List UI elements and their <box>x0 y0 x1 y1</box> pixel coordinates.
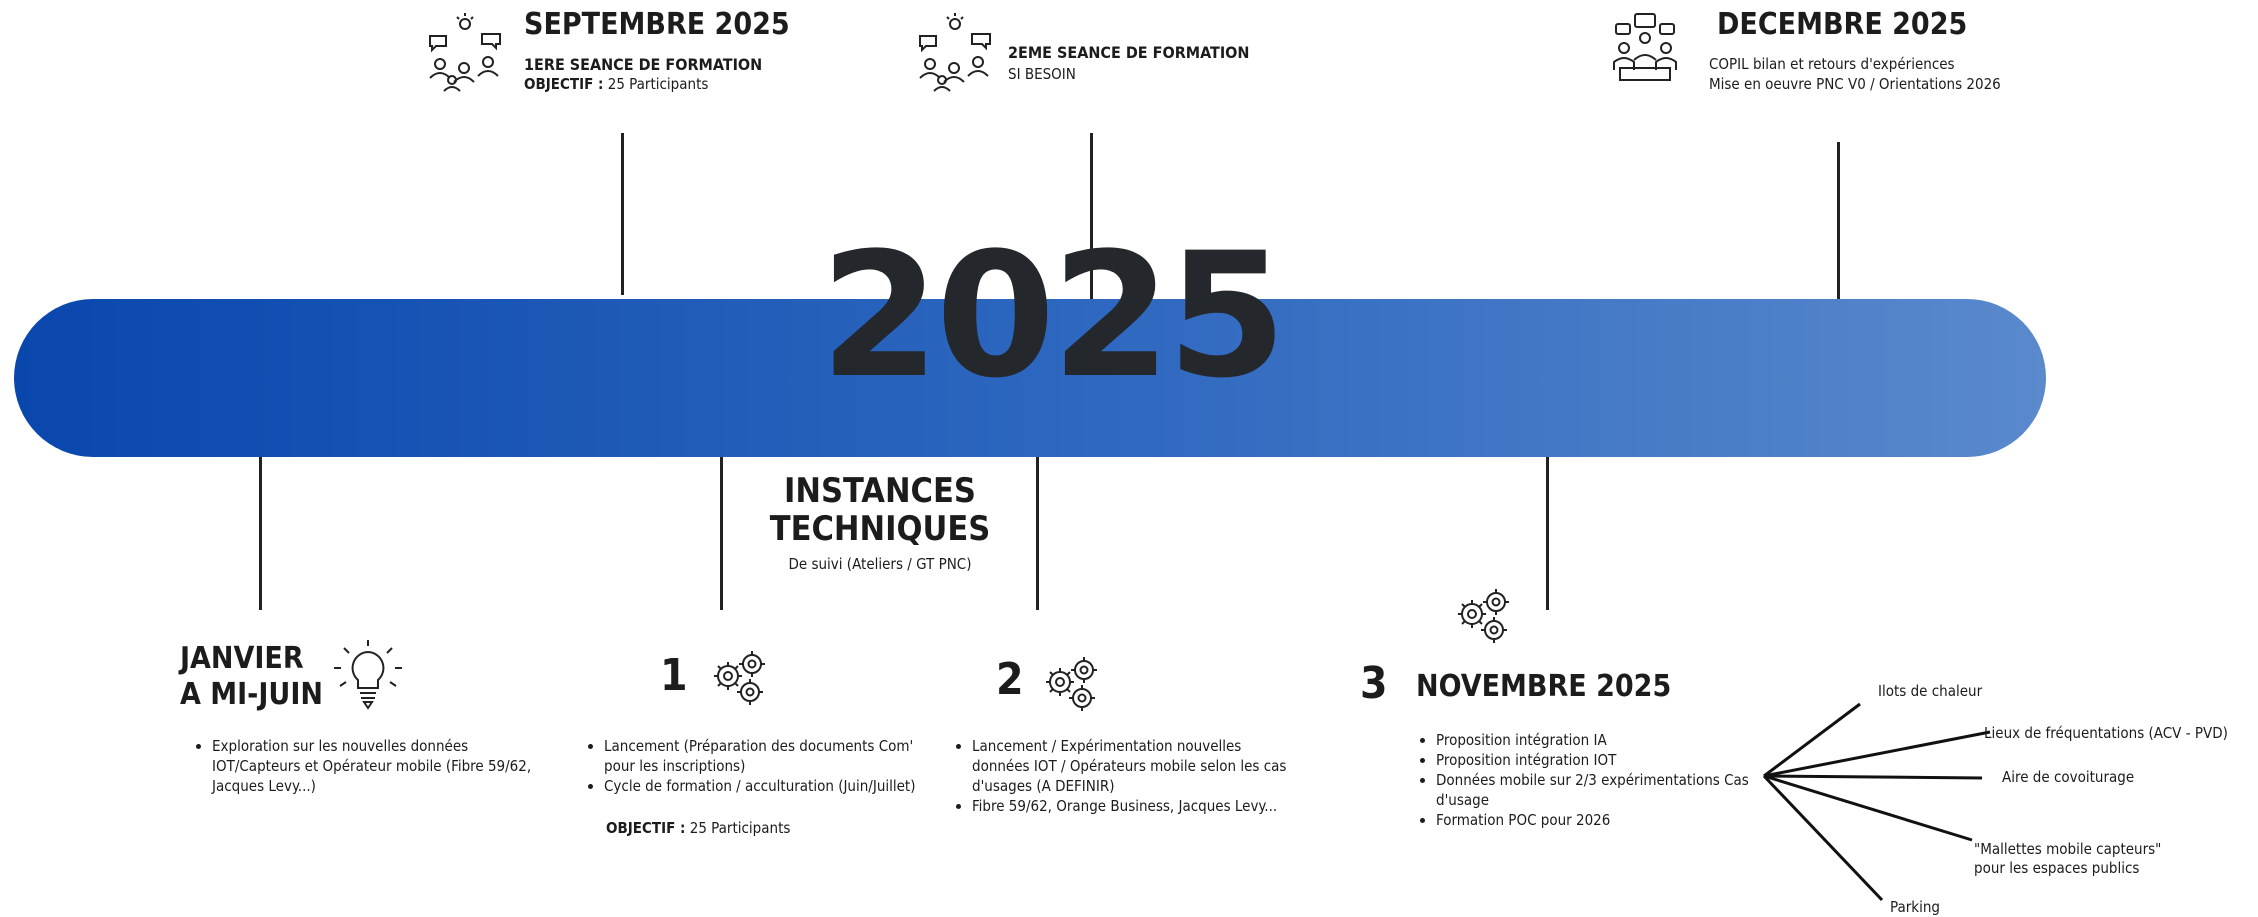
connector-line-janvier <box>259 457 262 610</box>
connector-line-december <box>1837 142 1840 302</box>
september-subtitle: 1ERE SEANCE DE FORMATION <box>524 55 763 74</box>
list-item: Proposition intégration IOT <box>1436 750 1806 770</box>
gears-icon <box>1040 652 1106 718</box>
branch-label-covoiturage: Aire de covoiturage <box>2002 768 2135 786</box>
janvier-bullet-list: Exploration sur les nouvelles données IO… <box>182 736 542 796</box>
branch-label-mallettes-line-1: "Mallettes mobile capteurs" <box>1974 840 2162 858</box>
branch-label-ilots: Ilots de chaleur <box>1878 682 1983 700</box>
group-discussion-icon <box>1610 12 1680 82</box>
connector-line-step3 <box>1546 457 1549 610</box>
connector-line-second-session <box>1090 133 1093 299</box>
list-item: Proposition intégration IA <box>1436 730 1806 750</box>
objective-label: OBJECTIF : <box>524 75 604 93</box>
objective-value: 25 Participants <box>689 819 791 837</box>
branch-line <box>1763 774 1983 780</box>
janvier-title-line-2: A MI-JUIN <box>180 677 323 712</box>
december-title: DECEMBRE 2025 <box>1717 7 1968 42</box>
people-meeting-icon <box>424 12 506 92</box>
branch-line <box>1763 730 1991 778</box>
list-item: Cycle de formation / acculturation (Juin… <box>604 776 944 796</box>
people-meeting-icon <box>914 12 996 92</box>
list-item: Exploration sur les nouvelles données IO… <box>212 736 542 796</box>
branch-line <box>1762 774 1884 902</box>
second-session-note: SI BESOIN <box>1008 65 1076 83</box>
step-number-1: 1 <box>660 650 688 701</box>
year-label: 2025 <box>820 215 1287 416</box>
instances-block: INSTANCES TECHNIQUES De suivi (Ateliers … <box>760 472 1000 574</box>
gears-icon <box>708 646 774 712</box>
branch-label-lieux: Lieux de fréquentations (ACV - PVD) <box>1984 724 2228 742</box>
branch-label-parking: Parking <box>1890 898 1940 916</box>
september-objective: OBJECTIF : 25 Participants <box>524 74 708 94</box>
list-item: Données mobile sur 2/3 expérimentations … <box>1436 770 1806 810</box>
september-title: SEPTEMBRE 2025 <box>524 7 790 42</box>
janvier-title-line-1: JANVIER <box>180 641 304 676</box>
timeline-bar <box>14 299 2046 457</box>
second-session-title: 2EME SEANCE DE FORMATION <box>1008 43 1250 62</box>
gears-icon <box>1452 584 1518 650</box>
december-line-1: COPIL bilan et retours d'expériences <box>1709 55 1955 73</box>
branch-lines <box>1762 702 1991 902</box>
step3-title: NOVEMBRE 2025 <box>1416 669 1672 704</box>
december-line-2: Mise en oeuvre PNC V0 / Orientations 202… <box>1709 75 2001 93</box>
lightbulb-icon <box>330 638 406 714</box>
list-item: Lancement / Expérimentation nouvelles do… <box>972 736 1292 796</box>
branch-line <box>1763 702 1861 778</box>
step2-bullet-list: Lancement / Expérimentation nouvelles do… <box>942 736 1292 816</box>
step1-objective: OBJECTIF : 25 Participants <box>606 818 790 838</box>
branch-line <box>1763 774 1973 842</box>
instances-title-line-1: INSTANCES <box>784 471 976 511</box>
step3-bullet-list: Proposition intégration IA Proposition i… <box>1406 730 1806 830</box>
instances-subtitle: De suivi (Ateliers / GT PNC) <box>788 555 972 573</box>
branch-label-mallettes: "Mallettes mobile capteurs" pour les esp… <box>1974 840 2161 878</box>
connector-line-september <box>621 133 624 295</box>
instances-title-line-2: TECHNIQUES <box>769 509 991 549</box>
branch-label-mallettes-line-2: pour les espaces publics <box>1974 859 2140 877</box>
objective-label: OBJECTIF : <box>606 819 686 837</box>
objective-value: 25 Participants <box>607 75 709 93</box>
list-item: Formation POC pour 2026 <box>1436 810 1806 830</box>
step-number-2: 2 <box>996 654 1024 705</box>
list-item: Lancement (Préparation des documents Com… <box>604 736 944 776</box>
step-number-3: 3 <box>1360 658 1388 709</box>
connector-line-step2 <box>1036 457 1039 610</box>
connector-line-step1 <box>720 457 723 610</box>
list-item: Fibre 59/62, Orange Business, Jacques Le… <box>972 796 1292 816</box>
step1-bullet-list: Lancement (Préparation des documents Com… <box>574 736 944 796</box>
